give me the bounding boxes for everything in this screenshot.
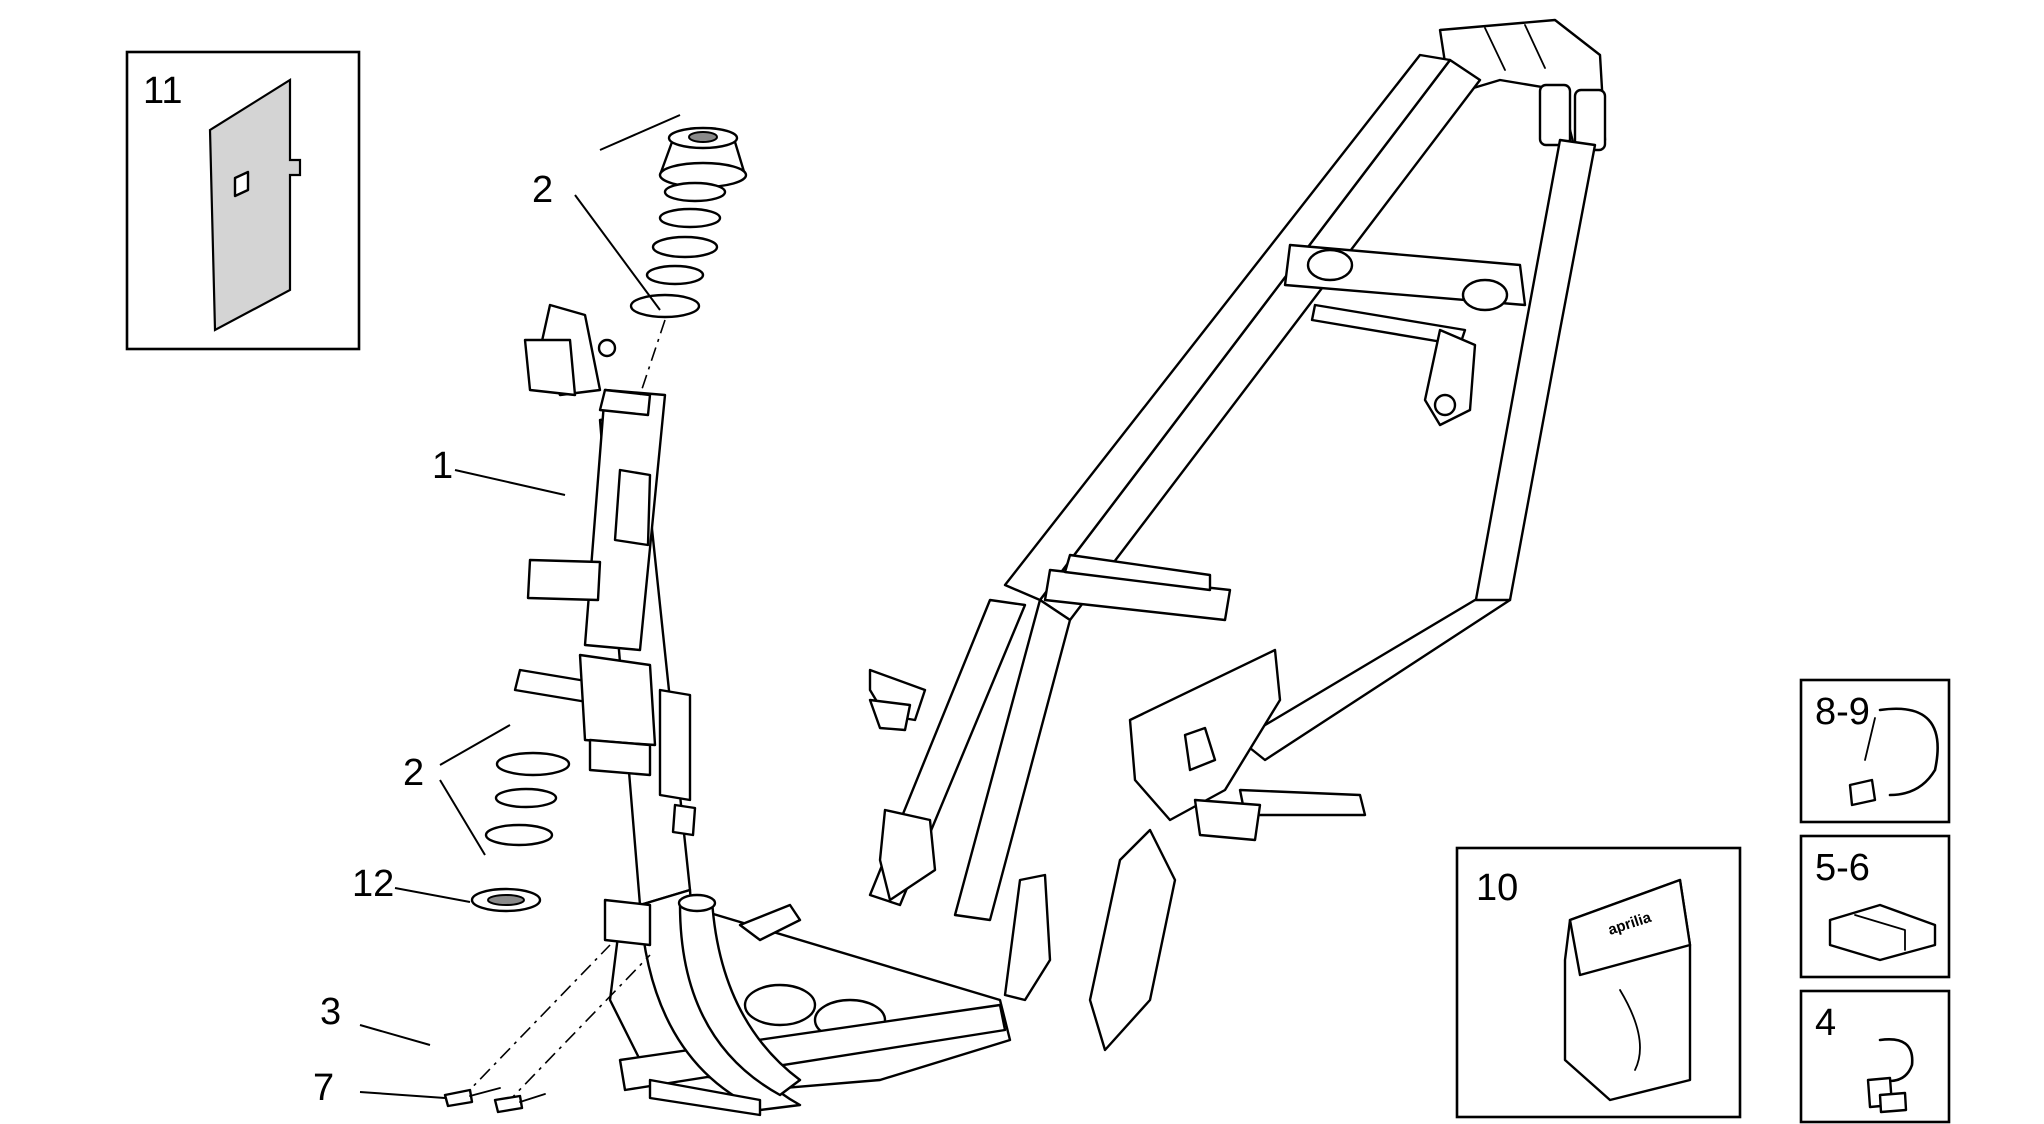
callout-4: 4 bbox=[1815, 1002, 1836, 1044]
callout-2-bottom: 2 bbox=[403, 752, 424, 794]
callout-3: 3 bbox=[320, 991, 341, 1033]
callout-10: 10 bbox=[1476, 867, 1518, 909]
screws bbox=[443, 944, 651, 1114]
steering-bearing-stack-bottom bbox=[470, 751, 571, 913]
callout-leaders bbox=[359, 114, 681, 1099]
callout-12: 12 bbox=[352, 863, 394, 905]
callout-labels: 1 2 2 12 3 7 bbox=[313, 169, 553, 1109]
callout-1: 1 bbox=[432, 445, 453, 487]
inset-box-10: 10 aprilia bbox=[1455, 846, 1742, 1119]
inset-box-11: 11 bbox=[125, 50, 361, 351]
callout-8-9: 8-9 bbox=[1815, 691, 1870, 733]
inset-box-4: 4 bbox=[1799, 989, 1951, 1124]
inset-box-8-9: 8-9 bbox=[1799, 678, 1951, 824]
callout-2-top: 2 bbox=[532, 169, 553, 211]
main-frame bbox=[513, 18, 1607, 1117]
steering-bearing-stack-top bbox=[629, 126, 748, 396]
callout-7: 7 bbox=[313, 1067, 334, 1109]
callout-5-6: 5-6 bbox=[1815, 847, 1870, 889]
callout-11: 11 bbox=[143, 70, 182, 112]
inset-box-5-6: 5-6 bbox=[1799, 834, 1951, 979]
